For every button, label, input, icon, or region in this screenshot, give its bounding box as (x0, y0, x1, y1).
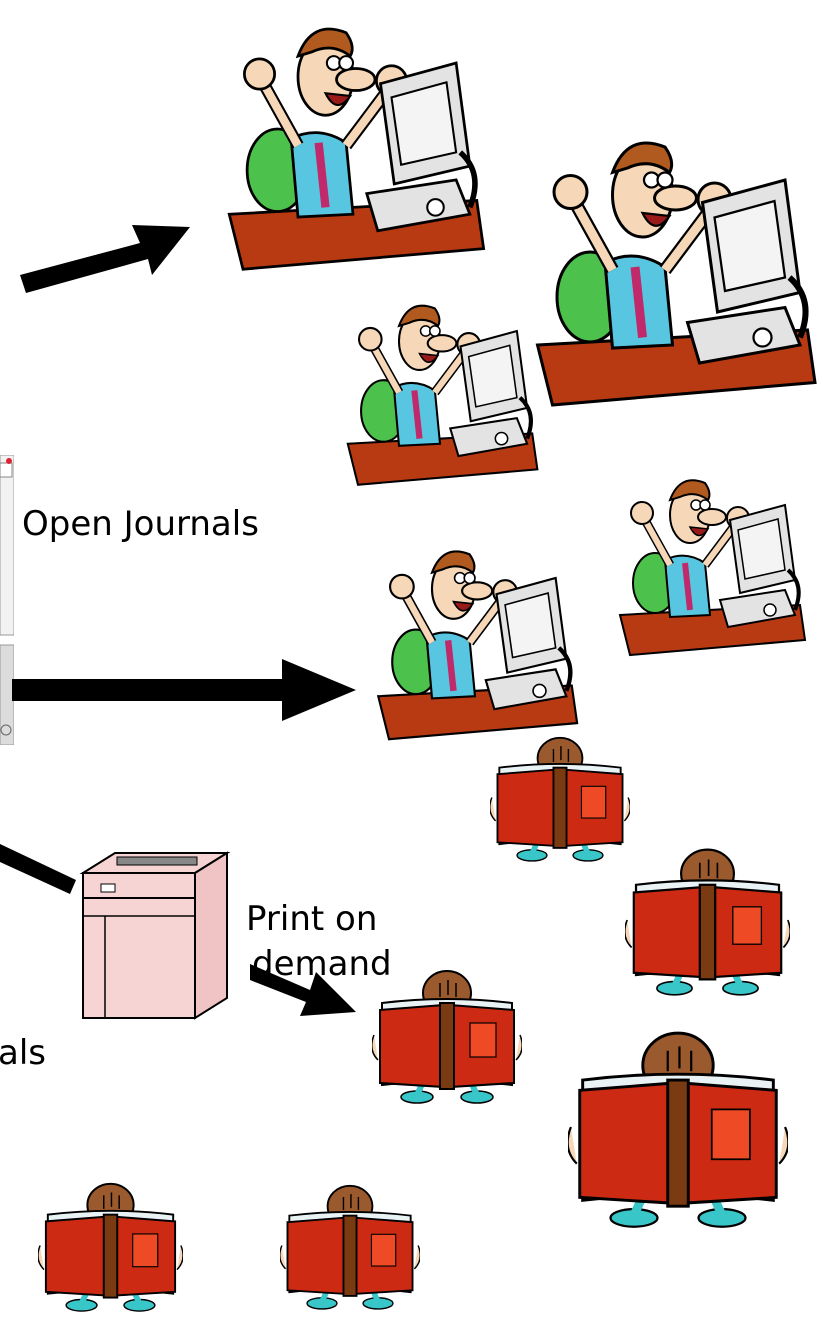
reader-with-book-icon (372, 965, 522, 1109)
arrow-icon (0, 840, 80, 904)
reader-with-book-icon (38, 1178, 183, 1317)
user-at-computer-icon (208, 8, 498, 287)
user-at-computer-icon (335, 290, 545, 499)
print-on-label: Print on (246, 899, 378, 939)
arrow-icon (250, 950, 360, 1034)
reader-with-book-icon (490, 730, 630, 869)
journal-website-screenshot (0, 454, 15, 746)
user-at-computer-icon (365, 535, 585, 754)
printer-icon (75, 848, 235, 1027)
user-at-computer-icon (520, 120, 822, 424)
user-at-computer-icon (600, 465, 820, 669)
open-journals-label: Open Journals (22, 504, 259, 544)
arrow-icon (12, 655, 357, 729)
reader-with-book-icon (625, 835, 790, 1009)
journals-label-partial: als (0, 1033, 46, 1073)
reader-with-book-icon (568, 1022, 788, 1236)
demand-label: demand (252, 944, 392, 984)
reader-with-book-icon (280, 1178, 420, 1317)
arrow-icon (20, 205, 195, 304)
